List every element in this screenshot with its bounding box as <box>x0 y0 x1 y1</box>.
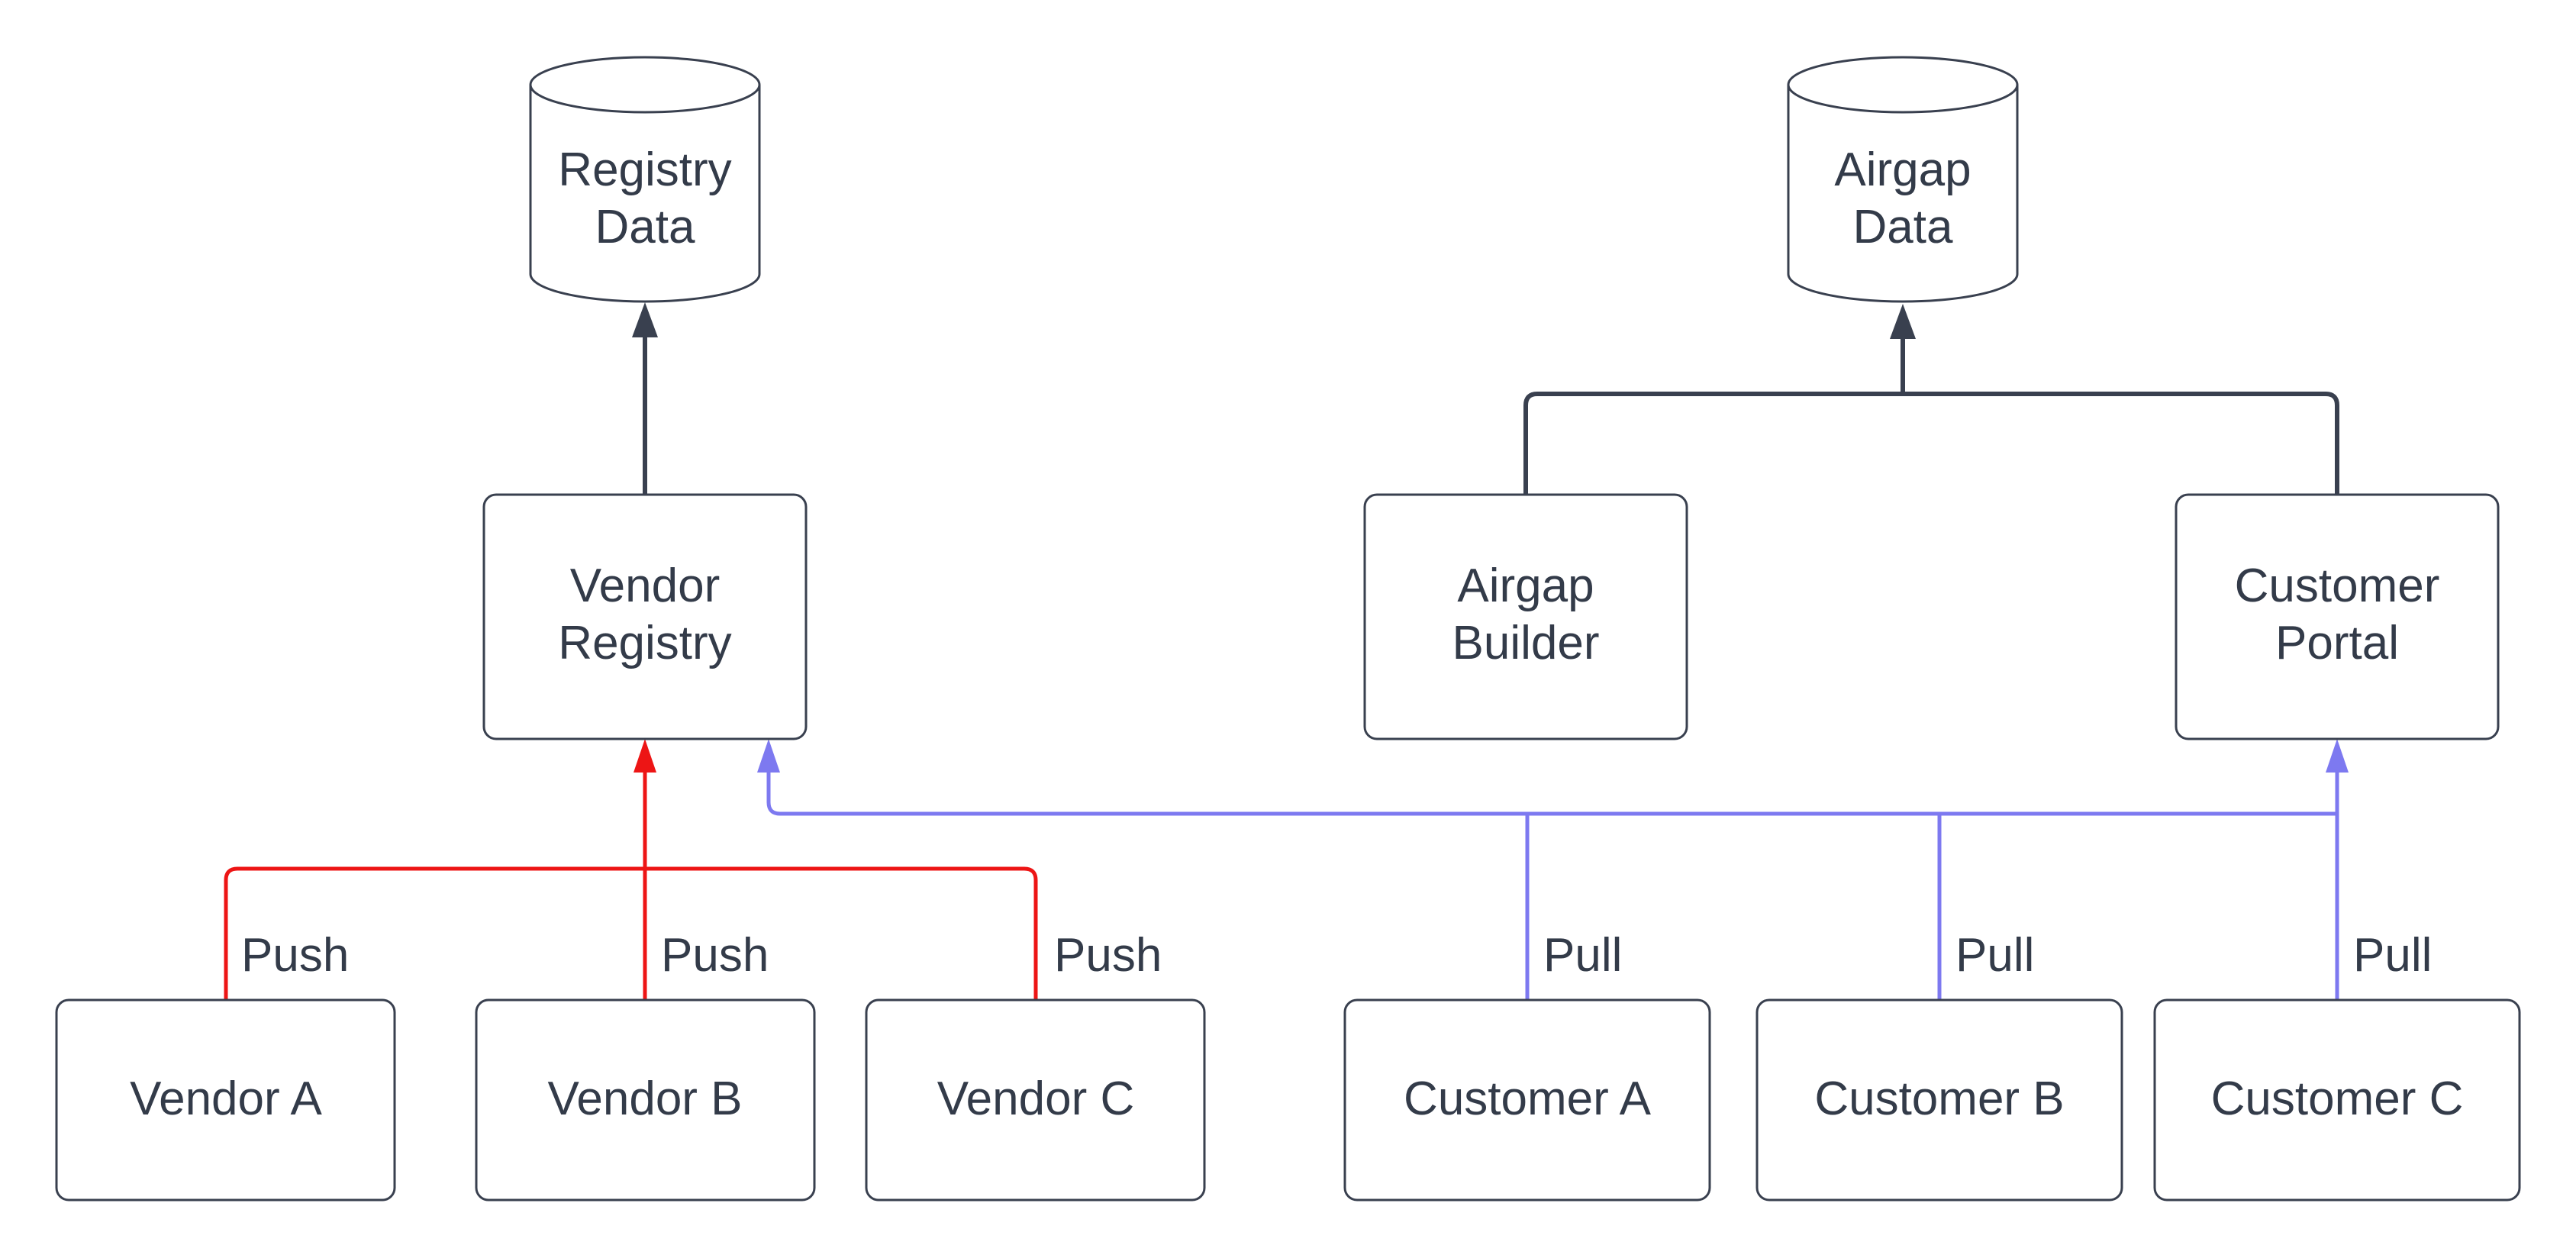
node-label-line1: Vendor <box>570 560 721 612</box>
node-label: Vendor C <box>937 1073 1135 1125</box>
node-box <box>1343 998 1711 1202</box>
edge-vendors-push-to-vendor-registry <box>224 739 1038 1000</box>
cylinder-top <box>529 56 761 114</box>
node-customer-b: Customer B <box>1755 998 2123 1202</box>
node-label: Customer A <box>1404 1073 1652 1125</box>
pull-label-customer-a: Pull <box>1543 929 1622 982</box>
node-label-line1: Registry <box>558 144 731 196</box>
node-box <box>482 493 808 740</box>
cylinder-top <box>1787 56 2019 114</box>
node-box <box>1755 998 2123 1202</box>
arrowhead-dark <box>1890 304 1916 339</box>
push-label-vendor-c: Push <box>1054 929 1162 982</box>
node-registry-data: Registry Data <box>529 56 761 303</box>
node-airgap-data: Airgap Data <box>1787 56 2019 303</box>
node-vendor-registry: Vendor Registry <box>482 493 808 740</box>
node-label-line2: Registry <box>558 617 731 669</box>
node-label-line1: Airgap <box>1834 144 1971 196</box>
node-airgap-builder: Airgap Builder <box>1363 493 1688 740</box>
push-label-vendor-b: Push <box>661 929 769 982</box>
node-label: Customer B <box>1814 1073 2064 1125</box>
push-bus-line <box>224 866 1038 1000</box>
cylinder-body <box>529 85 761 303</box>
node-vendor-a: Vendor A <box>55 998 396 1202</box>
edge-line <box>1523 392 2339 495</box>
node-label-line2: Portal <box>2275 617 2399 669</box>
pull-label-customer-b: Pull <box>1955 929 2034 982</box>
node-label: Customer C <box>2211 1073 2464 1125</box>
edge-customers-pull-bus <box>757 739 2349 1000</box>
node-box <box>55 998 396 1202</box>
node-label: Vendor A <box>130 1073 322 1125</box>
pull-label-customer-c: Pull <box>2353 929 2432 982</box>
node-label-line2: Builder <box>1452 617 1600 669</box>
push-label-vendor-a: Push <box>241 929 349 982</box>
arrowhead-red <box>634 739 656 773</box>
pull-bus-line <box>766 771 2337 816</box>
arrowhead-purple <box>2326 739 2349 773</box>
node-customer-a: Customer A <box>1343 998 1711 1202</box>
edge-vendor-registry-to-registry-data <box>632 302 658 495</box>
node-label-line2: Data <box>1853 201 1953 253</box>
node-label-line1: Airgap <box>1457 560 1594 612</box>
node-customer-c: Customer C <box>2153 998 2521 1202</box>
edge-airgap-builder-customer-portal-to-airgap-data <box>1523 304 2339 495</box>
node-label-line2: Data <box>595 201 695 253</box>
node-box <box>2153 998 2521 1202</box>
node-box <box>475 998 816 1202</box>
node-vendor-c: Vendor C <box>865 998 1206 1202</box>
node-customer-portal: Customer Portal <box>2175 493 2500 740</box>
arrowhead-purple <box>757 739 780 773</box>
node-box <box>2175 493 2500 740</box>
cylinder-body <box>1787 85 2019 303</box>
node-vendor-b: Vendor B <box>475 998 816 1202</box>
node-box <box>865 998 1206 1202</box>
node-label-line1: Customer <box>2235 560 2440 612</box>
node-box <box>1363 493 1688 740</box>
node-label: Vendor B <box>547 1073 742 1125</box>
arrowhead-dark <box>632 302 658 337</box>
